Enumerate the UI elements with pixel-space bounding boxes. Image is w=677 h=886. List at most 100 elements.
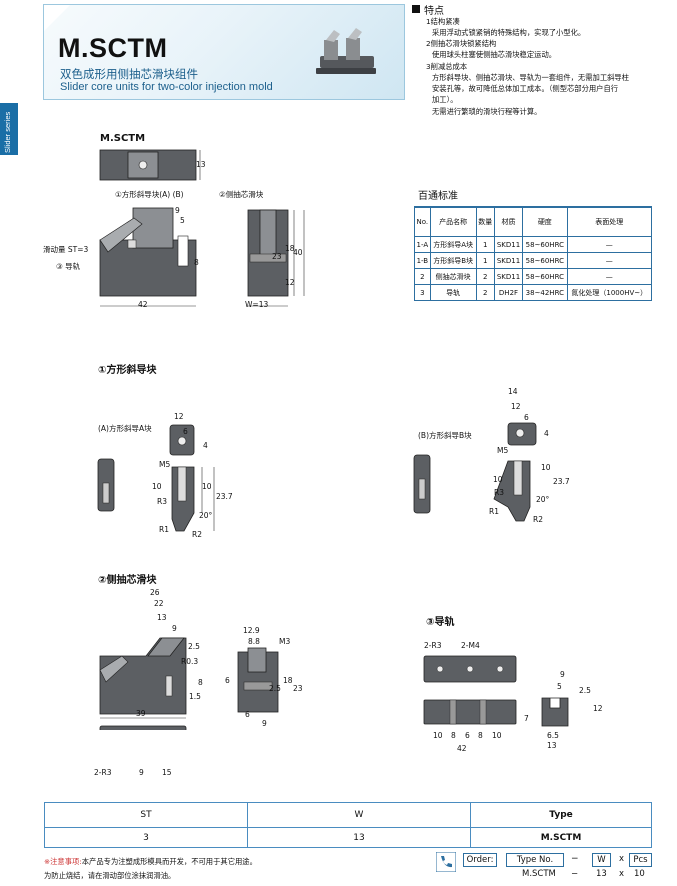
dim: 6 — [225, 676, 230, 685]
dim: 12 — [285, 278, 295, 287]
dim: 14 — [508, 387, 518, 396]
order-example-x: x — [619, 869, 625, 879]
dim: M5 — [497, 446, 509, 455]
order-dash: − — [571, 854, 579, 864]
dim: M5 — [159, 460, 171, 469]
order-w: W — [592, 853, 611, 867]
order-example-dash: − — [571, 869, 579, 879]
dim: 6 — [245, 710, 250, 719]
spec-col: 材质 — [493, 206, 524, 237]
dim: 12.9 — [243, 626, 260, 635]
dim: R0.3 — [181, 657, 199, 666]
feature-line: 使用球头柱塞使侧抽芯滑块稳定运动。 — [432, 50, 557, 59]
dim: 26 — [150, 588, 160, 597]
order-label: Order: — [463, 853, 497, 867]
product-photo — [316, 28, 376, 74]
dim: 10 — [202, 482, 212, 491]
dim: 10 — [433, 731, 443, 740]
feature-line: 无需进行繁琐的滑块行程等计算。 — [432, 107, 542, 116]
dim: 9 — [560, 670, 565, 679]
assembly-drawing — [99, 149, 305, 307]
dim: 8 — [198, 678, 203, 687]
dim: 23.7 — [216, 492, 233, 501]
features-bullet — [412, 5, 420, 13]
col-w: W — [247, 802, 471, 828]
subtitle-en: Slider core units for two-color injectio… — [60, 81, 273, 93]
order-pcs: Pcs — [629, 853, 652, 867]
callout-rail: ③ 导轨 — [56, 262, 81, 271]
side-tab: Slider series — [0, 103, 18, 155]
dim: 2.5 — [188, 642, 200, 651]
dim: 10 — [152, 482, 162, 491]
dim: 20° — [199, 511, 213, 520]
dim: 7 — [524, 714, 529, 723]
dim: 9 — [172, 624, 177, 633]
subtitle-cn: 双色成形用侧抽芯滑块组件 — [60, 67, 198, 81]
table-row: 3 13 M.SCTM — [44, 827, 652, 848]
header-banner — [43, 4, 405, 100]
feature-line: 2侧抽芯滑块锁紧结构 — [426, 39, 497, 48]
dim: 8 — [451, 731, 456, 740]
note-line-1: ※注意事项:本产品专为注塑成形模具而开发，不可用于其它用途。 — [44, 857, 257, 866]
part1b-drawing — [413, 422, 537, 522]
dim: 18 — [283, 676, 293, 685]
dim: 10 — [541, 463, 551, 472]
callout-slider: ②侧抽芯滑块 — [219, 190, 264, 199]
dim: 12 — [511, 402, 521, 411]
dim: 23.7 — [553, 477, 570, 486]
feature-line: 方形斜导块、侧抽芯滑块、导轨为一套组件，无需加工斜导柱 — [432, 73, 630, 82]
dim: 18 — [285, 244, 295, 253]
dim: 13 — [157, 613, 167, 622]
dim: 13 — [196, 160, 206, 169]
dim: 6 — [183, 427, 188, 436]
feature-line: 采用浮动式锁紧销的特殊结构，实现了小型化。 — [432, 28, 586, 37]
feature-line: 3削减总成本 — [426, 62, 468, 71]
dim: R1 — [489, 507, 499, 516]
dim: 10 — [492, 731, 502, 740]
part1-heading: ①方形斜导块 — [98, 365, 157, 376]
dim: 20° — [536, 495, 550, 504]
part2-drawing — [99, 637, 279, 730]
dim: 5 — [557, 682, 562, 691]
dim: R3 — [157, 497, 167, 506]
stroke-label: 滑动量 ST=3 — [43, 245, 89, 254]
dim: 23 — [293, 684, 303, 693]
dim: 8.8 — [248, 637, 260, 646]
col-type: Type — [470, 802, 652, 828]
dim: R1 — [159, 525, 169, 534]
part1-label-b: (B)方形斜导B块 — [418, 431, 472, 440]
callout-guide-block: ①方形斜导块(A) (B) — [115, 190, 184, 199]
part3-drawing — [423, 655, 569, 727]
order-example-pcs: 10 — [634, 869, 645, 879]
dim: 6 — [465, 731, 470, 740]
page-title: M.SCTM — [58, 33, 168, 63]
dim: 15 — [162, 768, 172, 777]
dim: M3 — [279, 637, 291, 646]
dim: 12 — [593, 704, 603, 713]
feature-line: 加工）。 — [432, 95, 458, 104]
dim: 5 — [180, 216, 185, 225]
part2-heading: ②侧抽芯滑块 — [98, 575, 157, 586]
order-example-type: M.SCTM — [522, 869, 556, 879]
dim: 2-R3 — [94, 768, 112, 777]
assembly-label: M.SCTM — [100, 133, 146, 144]
dim: 6 — [524, 413, 529, 422]
dim: 12 — [174, 412, 184, 421]
features-heading: 特点 — [424, 6, 444, 17]
dim: 9 — [262, 719, 267, 728]
dim: 4 — [203, 441, 208, 450]
type-table: ST W Type 3 13 M.SCTM — [44, 802, 652, 848]
dim: 40 — [293, 248, 303, 257]
dim: 2-M4 — [461, 641, 480, 650]
feature-line: 1结构紧凑 — [426, 17, 460, 26]
dim: R2 — [533, 515, 543, 524]
dim: 8 — [478, 731, 483, 740]
dim: R2 — [192, 530, 202, 539]
dim: 22 — [154, 599, 164, 608]
order-type-no: Type No. — [506, 853, 564, 867]
dim: 6.5 — [547, 731, 559, 740]
spec-col: 硬度 — [522, 206, 568, 237]
